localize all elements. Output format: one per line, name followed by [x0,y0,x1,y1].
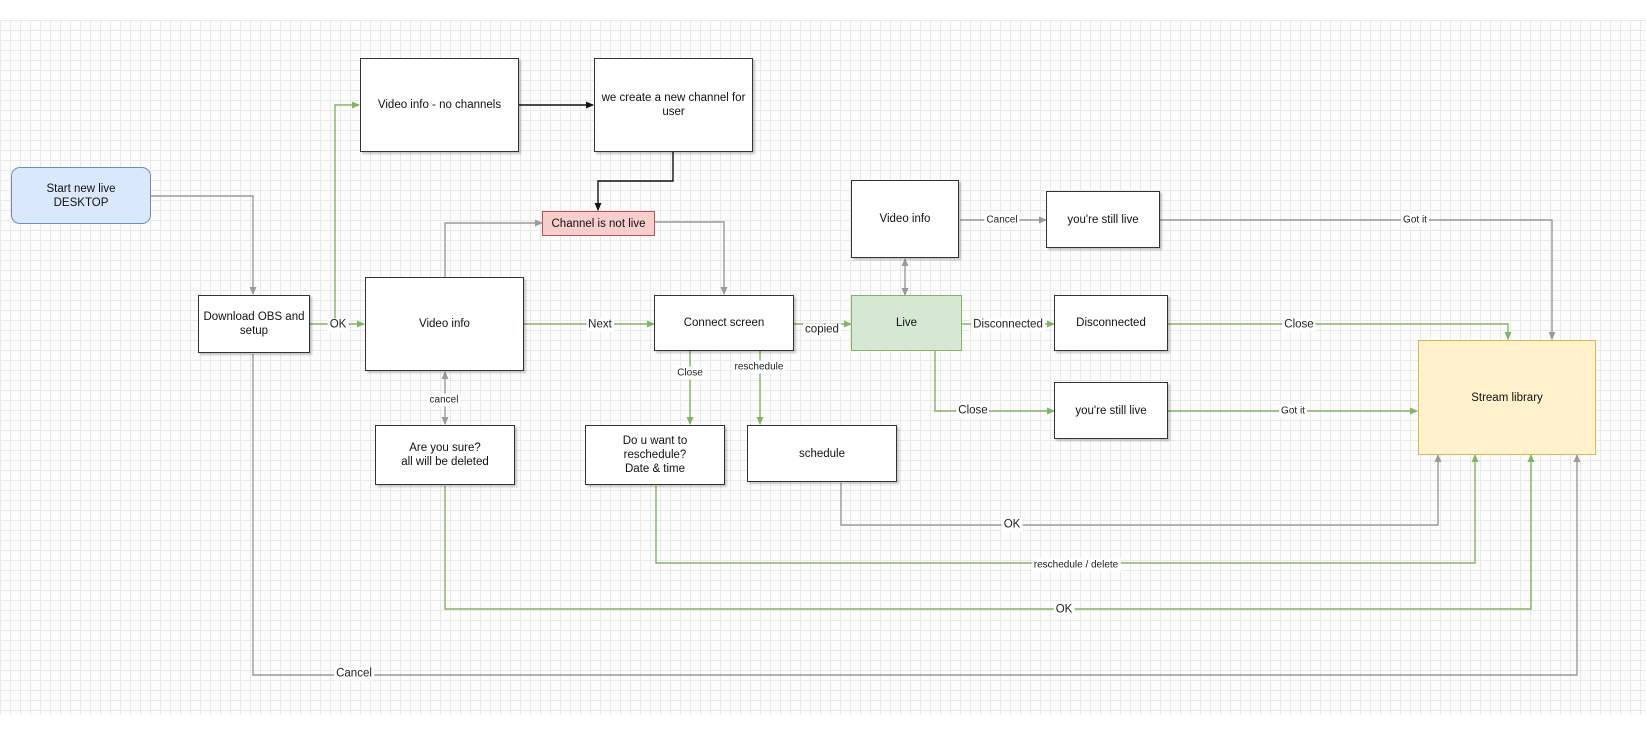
node-new-channel[interactable]: we create a new channel for user [594,58,753,152]
edge-label-reschedule: reschedule [732,360,786,374]
grid-background [0,20,1646,715]
edge-label-next: Next [586,318,614,332]
edge-schedule-to-library [840,454,1442,526]
edge-start-to-download [151,195,257,295]
edge-label-close-live: Close [956,404,990,418]
node-video-info-main[interactable]: Video info [365,277,524,371]
node-still-live-bottom[interactable]: you're still live [1054,382,1168,439]
edge-download-to-no-channels [334,101,360,324]
edge-are-you-sure-to-library [444,454,1535,610]
edge-label-cancel-download: Cancel [334,667,374,681]
edge-label-cancel-live-info: Cancel [984,213,1020,227]
edge-label-ok-schedule: OK [1001,518,1023,532]
edge-label-disconnected: Disconnected [971,318,1045,332]
edge-still-live-top-to-library [1160,219,1556,340]
node-start-new-live[interactable]: Start new live DESKTOP [11,167,151,224]
edge-video-info-to-not-live [444,219,543,277]
node-connect-screen[interactable]: Connect screen [654,295,794,351]
node-stream-library[interactable]: Stream library [1418,340,1596,455]
edge-label-copied: copied [803,323,841,337]
edge-label-got-it-top: Got it [1401,213,1429,227]
edge-disconnected-to-library [1168,323,1512,340]
edge-label-reschedule-delete: reschedule / delete [1031,558,1121,572]
node-schedule[interactable]: schedule [747,425,897,482]
edge-label-ok: OK [327,318,349,332]
edge-not-live-to-connect [655,221,728,295]
edge-download-to-library [252,354,1581,676]
edge-new-channel-to-not-live [594,152,674,211]
node-video-info-no-channels[interactable]: Video info - no channels [360,58,519,152]
node-disconnected[interactable]: Disconnected [1054,295,1168,351]
edge-label-cancel: cancel [427,393,461,407]
node-live[interactable]: Live [851,295,962,351]
edge-label-got-it-bottom: Got it [1279,404,1307,418]
node-are-you-sure[interactable]: Are you sure? all will be deleted [375,425,515,485]
edge-label-ok-are-you-sure: OK [1053,603,1075,617]
edge-label-close-disconnected: Close [1282,318,1316,332]
edge-live-to-still-live-bottom [934,351,1055,415]
node-video-info-live[interactable]: Video info [851,180,959,258]
node-reschedule-prompt[interactable]: Do u want to reschedule? Date & time [585,425,725,485]
node-still-live-top[interactable]: you're still live [1046,191,1160,248]
edge-label-close: Close [675,366,705,380]
node-channel-not-live[interactable]: Channel is not live [542,211,655,236]
node-download-obs[interactable]: Download OBS and setup [198,295,310,353]
